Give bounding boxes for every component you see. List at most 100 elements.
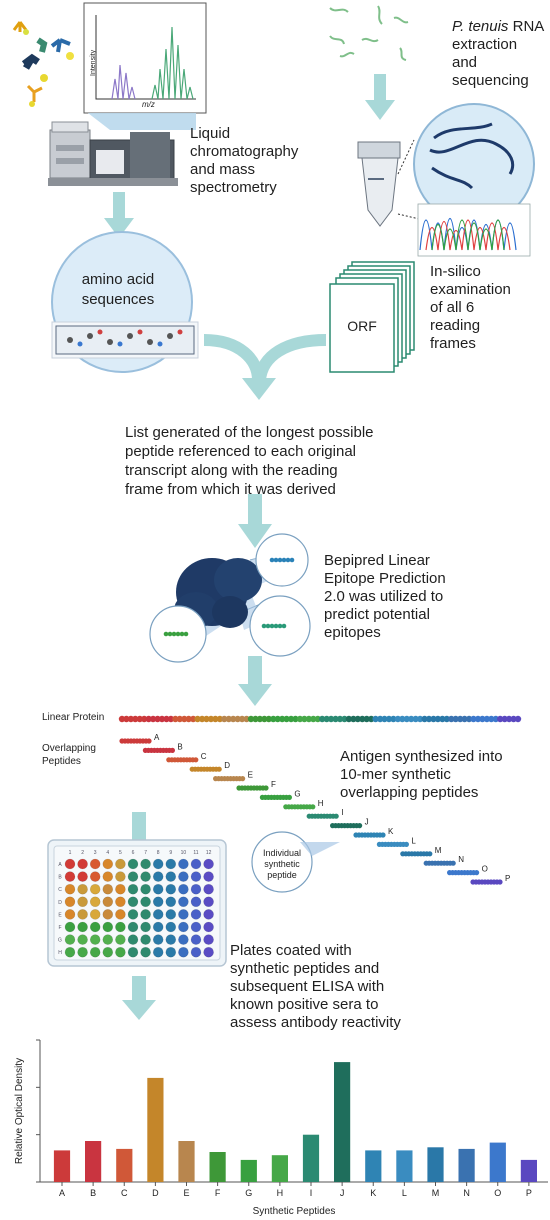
flow-arrows bbox=[104, 74, 395, 238]
plate-well bbox=[89, 934, 101, 945]
bepipred-label: Bepipred Linear Epitope Prediction 2.0 w… bbox=[324, 552, 446, 641]
peptide-letter: H bbox=[318, 799, 324, 808]
plate-well bbox=[190, 946, 202, 958]
protein-bead bbox=[497, 715, 504, 723]
bar-B bbox=[85, 1141, 102, 1182]
plate-row-letter: D bbox=[58, 900, 62, 906]
y-axis-label: Relative Optical Density bbox=[14, 1058, 25, 1164]
plate-well bbox=[115, 921, 126, 933]
protein-bead bbox=[510, 715, 517, 723]
plate-well bbox=[203, 858, 214, 870]
plate-well bbox=[77, 871, 88, 882]
protein-bead bbox=[123, 715, 130, 723]
plate-well bbox=[77, 934, 88, 945]
linear-protein-label: Linear Protein bbox=[42, 712, 105, 723]
x-tick-label: F bbox=[215, 1188, 221, 1198]
protein-bead bbox=[190, 715, 197, 723]
plate-well bbox=[190, 871, 202, 882]
bar-G bbox=[240, 1159, 257, 1182]
peptide-bead bbox=[193, 757, 199, 763]
protein-bead bbox=[167, 715, 175, 723]
protein-bead bbox=[221, 715, 228, 723]
plate-well bbox=[102, 883, 114, 895]
protein-bead bbox=[230, 715, 237, 723]
protein-bead bbox=[172, 715, 179, 723]
protein-bead bbox=[368, 715, 375, 723]
protein-bead bbox=[194, 715, 201, 723]
plate-well bbox=[77, 909, 88, 920]
plate-well bbox=[89, 946, 101, 958]
peptide-bead bbox=[169, 747, 175, 754]
protein-bead bbox=[287, 715, 295, 723]
protein-bead bbox=[261, 715, 268, 723]
plate-well bbox=[152, 883, 164, 895]
plate-well bbox=[89, 921, 101, 933]
protein-bead bbox=[274, 715, 281, 723]
plate-well bbox=[140, 896, 151, 908]
protein-bead bbox=[372, 715, 379, 723]
protein-bead bbox=[341, 715, 348, 723]
protein-bead bbox=[256, 715, 264, 723]
peptide-bead bbox=[286, 794, 292, 801]
plate-col-number: 1 bbox=[69, 850, 72, 856]
plate-well bbox=[115, 934, 126, 945]
plate-col-number: 8 bbox=[157, 850, 160, 856]
plate-col-number: 10 bbox=[181, 850, 187, 856]
peptide-letter: G bbox=[294, 789, 300, 798]
protein-bead bbox=[354, 715, 361, 723]
plate-well bbox=[89, 871, 101, 882]
plate-well bbox=[178, 896, 189, 908]
protein-bead bbox=[483, 715, 491, 723]
plate-well bbox=[165, 858, 177, 870]
zoom-wedge bbox=[300, 842, 340, 856]
protein-bead bbox=[154, 715, 161, 723]
x-tick-label: N bbox=[463, 1188, 470, 1198]
plate-well bbox=[203, 871, 214, 882]
protein-bead bbox=[252, 715, 259, 723]
protein-bead bbox=[225, 715, 232, 723]
protein-bead bbox=[243, 715, 250, 723]
x-tick-label: H bbox=[277, 1188, 284, 1198]
peptide-letter: F bbox=[271, 780, 276, 789]
protein-bead bbox=[296, 715, 304, 723]
protein-bead bbox=[488, 715, 495, 723]
plate-row-letter: H bbox=[58, 950, 62, 956]
amino-acid-magnified-icon bbox=[51, 231, 199, 373]
protein-bead bbox=[359, 715, 366, 723]
protein-bead bbox=[390, 715, 397, 723]
plate-well bbox=[140, 871, 151, 882]
individual-peptide-label: Individual synthetic peptide bbox=[262, 848, 302, 880]
protein-bead bbox=[425, 715, 433, 723]
plate-row-letter: B bbox=[58, 875, 62, 881]
parasite-worm-icon bbox=[329, 5, 409, 61]
plate-well bbox=[115, 858, 126, 870]
plate-well bbox=[152, 921, 164, 933]
protein-bead bbox=[305, 715, 313, 723]
plate-row-letter: E bbox=[58, 912, 62, 918]
protein-bead bbox=[394, 715, 402, 723]
x-tick-label: A bbox=[59, 1188, 65, 1198]
plate-well bbox=[64, 921, 76, 933]
plate-well bbox=[165, 883, 177, 895]
plate-well bbox=[64, 909, 76, 920]
plate-well bbox=[190, 896, 202, 908]
bar-N bbox=[458, 1148, 475, 1182]
plate-col-number: 12 bbox=[206, 850, 212, 856]
lcms-label: Liquid chromatography and mass spectrome… bbox=[190, 125, 299, 196]
spectrum-x-label: m/z bbox=[142, 100, 155, 109]
plate-well bbox=[190, 883, 202, 895]
plate-well bbox=[64, 871, 76, 882]
protein-bead bbox=[216, 715, 224, 723]
bar-F bbox=[209, 1152, 226, 1182]
plate-well bbox=[178, 883, 189, 895]
plate-well bbox=[165, 896, 177, 908]
protein-bead bbox=[412, 715, 419, 723]
protein-bead bbox=[132, 715, 139, 723]
plate-well bbox=[178, 871, 189, 882]
plate-well bbox=[152, 909, 164, 920]
plate-well bbox=[140, 921, 151, 933]
bar-D bbox=[147, 1077, 164, 1182]
protein-bead bbox=[207, 715, 215, 723]
